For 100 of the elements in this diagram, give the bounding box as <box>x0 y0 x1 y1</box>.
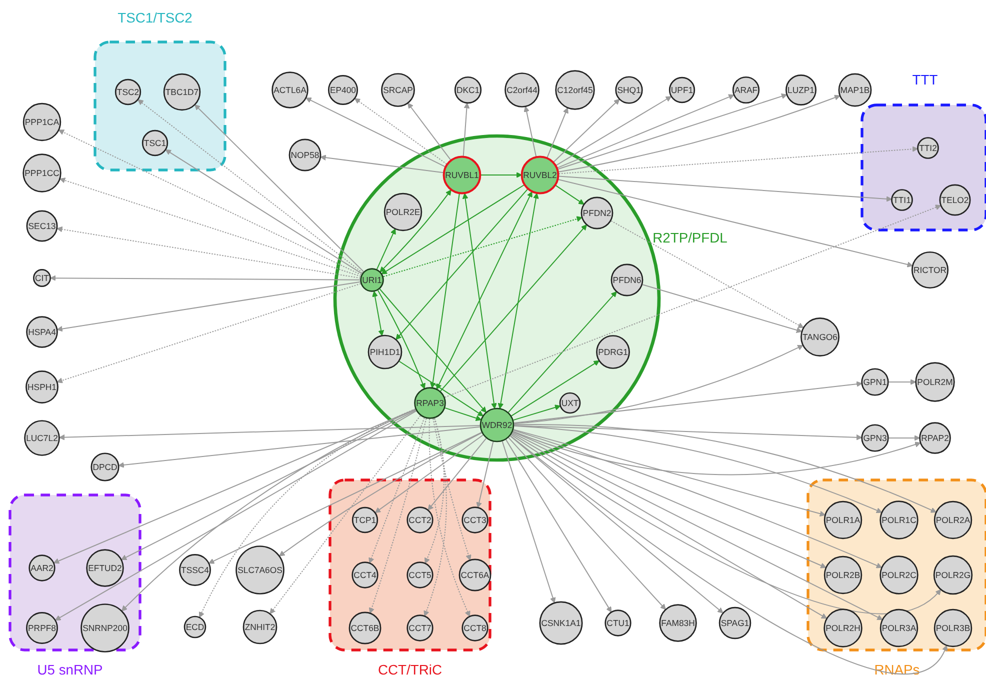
arrow <box>424 418 447 616</box>
node-circle: POLR2H <box>824 608 862 648</box>
arrow <box>555 184 584 205</box>
node-circle: TSC1 <box>142 130 168 156</box>
arrow <box>382 216 582 278</box>
node-circle: CCT7 <box>406 614 434 642</box>
node-circle: RUVBL2 <box>520 156 560 194</box>
arrow <box>546 107 568 158</box>
node-circle: UXT <box>559 392 581 414</box>
arrow <box>510 435 724 614</box>
node-circle: ARAF <box>732 76 760 104</box>
arrow <box>510 434 942 614</box>
arrow <box>372 291 384 336</box>
arrow <box>512 430 882 568</box>
arrow <box>368 418 427 614</box>
arrow <box>60 178 362 277</box>
node-circle: TCP1 <box>352 506 378 534</box>
arrow <box>208 432 482 564</box>
arrow <box>512 430 921 475</box>
node-circle: RICTOR <box>911 251 949 289</box>
arrow <box>374 434 484 514</box>
arrow <box>436 191 532 390</box>
node-circle: MAP1B <box>838 73 872 107</box>
arrow <box>888 435 920 441</box>
node-circle: C12orf45 <box>555 70 595 110</box>
node-circle: ZNHIT2 <box>242 610 278 644</box>
arrow <box>56 226 361 279</box>
node-circle: PFDN6 <box>610 264 644 296</box>
arrow <box>121 408 416 612</box>
arrow <box>556 94 734 168</box>
arrow <box>888 379 916 385</box>
arrow <box>270 415 421 614</box>
arrow <box>194 104 364 272</box>
arrow <box>165 149 362 274</box>
arrow <box>553 98 620 162</box>
node-circle: SLC7A6OS <box>236 546 284 594</box>
arrow <box>513 429 826 517</box>
node-circle: POLR2B <box>824 556 862 594</box>
node-label: TTT <box>912 72 938 88</box>
node-label: TSC1/TSC2 <box>118 10 192 26</box>
node-label: RNAPs <box>874 662 920 678</box>
arrow <box>430 193 460 388</box>
arrow <box>428 418 470 617</box>
arrow <box>53 408 416 564</box>
arrow <box>511 433 828 619</box>
node-circle: RPAP2 <box>919 422 951 454</box>
arrow <box>50 275 361 282</box>
arrow <box>512 432 883 620</box>
arrow <box>199 408 416 618</box>
node-circle: POLR3A <box>880 608 918 648</box>
node-circle: LUZP1 <box>786 74 816 106</box>
node-circle: TSC2 <box>114 78 142 106</box>
node-circle: SNRNP200 <box>80 604 130 652</box>
node-circle: PIH1D1 <box>368 334 402 370</box>
arrow <box>306 98 446 168</box>
arrow <box>510 435 948 675</box>
arrow <box>524 106 537 158</box>
node-circle: FAM83H <box>659 604 697 642</box>
arrow <box>396 188 528 340</box>
node-circle: CCT6B <box>348 612 382 644</box>
arrow <box>408 102 452 160</box>
arrow <box>381 184 524 274</box>
arrow <box>120 410 416 560</box>
arrow <box>512 404 561 421</box>
arrow <box>368 417 425 564</box>
arrow <box>514 381 862 424</box>
node-circle: PPP1CA <box>22 102 62 142</box>
node-circle: POLR3B <box>934 608 972 648</box>
arrow <box>424 418 445 564</box>
cluster <box>806 478 986 652</box>
node-circle: CCT2 <box>406 506 434 534</box>
node-circle: TTI2 <box>917 137 939 159</box>
arrow <box>278 432 482 556</box>
arrow <box>376 228 396 270</box>
node-circle: CCT5 <box>406 562 434 588</box>
node-circle: SPAG1 <box>718 606 752 640</box>
node-circle: PFDN2 <box>580 196 614 230</box>
arrow <box>462 102 470 157</box>
node-circle: POLR2G <box>933 555 973 595</box>
node-circle: CCT8 <box>462 614 488 642</box>
node-circle: PRPF8 <box>26 612 58 644</box>
node-circle: TANGO6 <box>800 318 840 356</box>
cluster <box>860 104 986 232</box>
arrow <box>428 438 487 510</box>
arrow <box>514 344 804 424</box>
node-circle: CIT <box>33 269 51 287</box>
node-circle: DPCD <box>90 452 120 482</box>
arrow <box>558 94 840 172</box>
node-circle: SEC13 <box>26 210 58 242</box>
arrow <box>476 441 494 508</box>
node-circle: TSSC4 <box>179 554 211 586</box>
arrow <box>512 431 826 568</box>
node-circle: CCT6A <box>458 558 492 592</box>
arrow <box>58 425 480 440</box>
arrow <box>56 281 361 332</box>
node-circle: POLR2A <box>934 500 972 540</box>
node-label: CCT/TRiC <box>378 662 442 678</box>
node-circle: TBC1D7 <box>163 73 201 111</box>
arrow <box>557 93 788 170</box>
arrow <box>502 440 556 604</box>
